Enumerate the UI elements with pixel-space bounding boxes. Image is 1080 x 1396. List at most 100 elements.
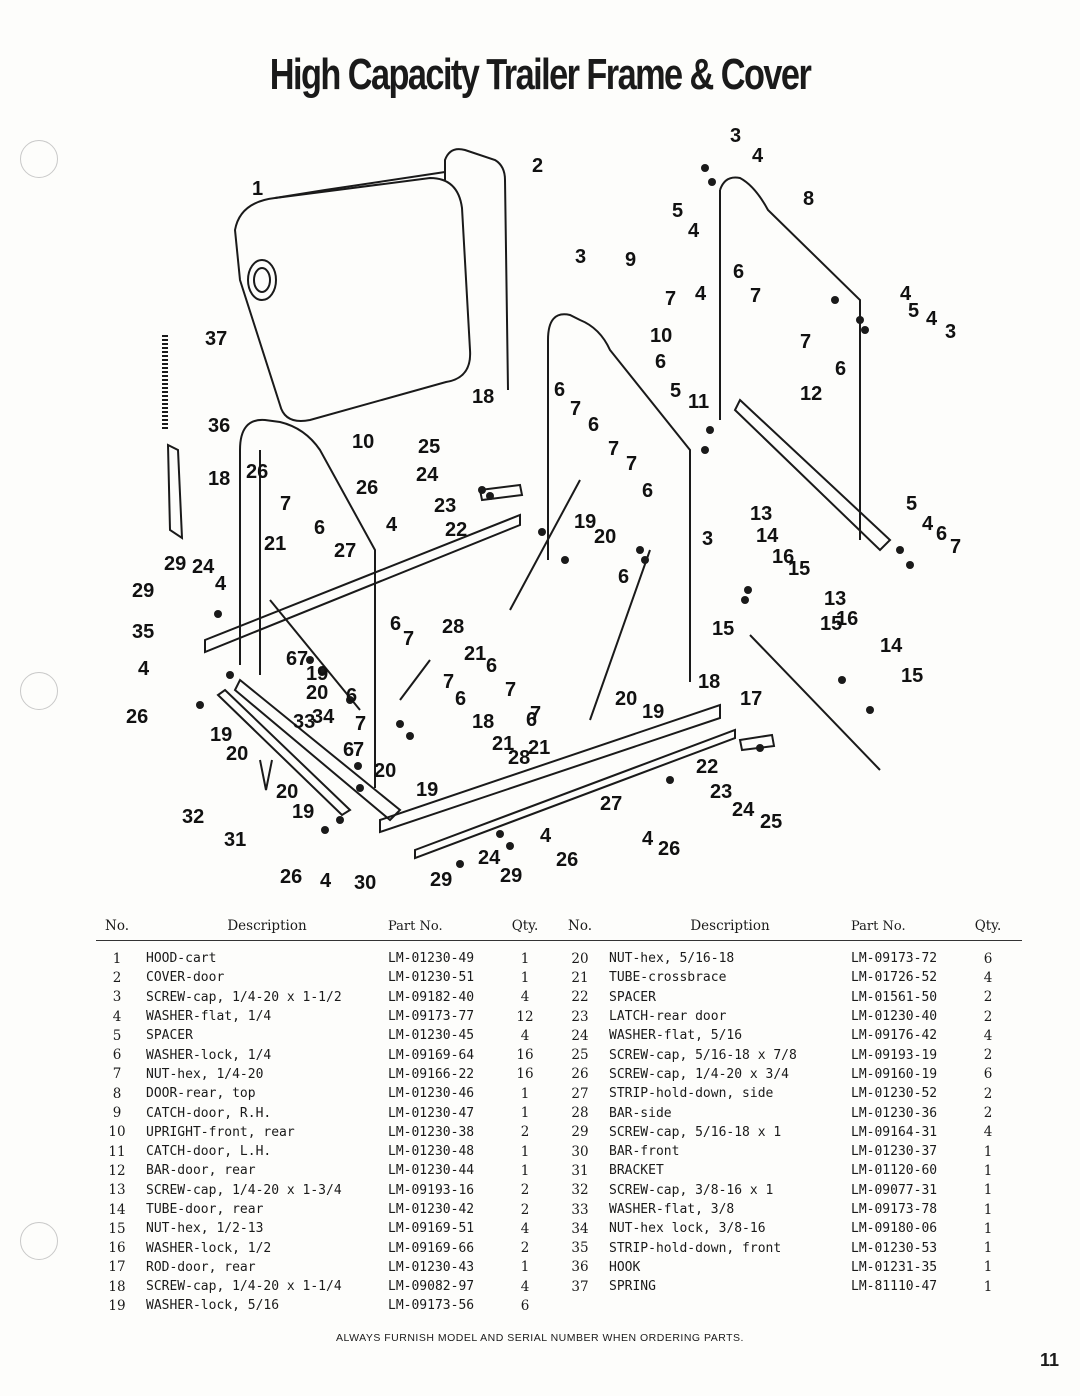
part-qty-cell: 1 <box>520 1105 530 1122</box>
bar-side-left-drawing <box>204 513 521 654</box>
part-number-cell: 25 <box>571 1047 589 1064</box>
part-qty-cell: 1 <box>983 1240 993 1257</box>
part-description-cell: COVER-door <box>146 970 225 986</box>
binder-hole-middle <box>20 672 58 710</box>
svg-text:21: 21 <box>464 643 486 665</box>
part-description-cell: SCREW-cap, 5/16-18 x 1 <box>609 1124 782 1140</box>
part-number-cell: 6 <box>112 1047 122 1064</box>
svg-text:6: 6 <box>390 613 401 635</box>
part-code-cell: LM-09169-66 <box>388 1240 475 1256</box>
svg-text:7: 7 <box>403 628 414 650</box>
bar-front-drawing <box>233 678 402 822</box>
part-code-cell: LM-01230-48 <box>388 1144 475 1160</box>
part-description-cell: UPRIGHT-front, rear <box>146 1124 295 1140</box>
part-description-cell: LATCH-rear door <box>609 1009 727 1025</box>
part-number-cell: 11 <box>108 1143 126 1160</box>
svg-text:7: 7 <box>505 679 516 701</box>
part-description-cell: BAR-side <box>609 1105 672 1121</box>
part-description-cell: SCREW-cap, 1/4-20 x 1-1/2 <box>146 989 342 1005</box>
svg-text:11: 11 <box>688 391 709 413</box>
svg-text:4: 4 <box>540 825 552 847</box>
part-code-cell: LM-09169-51 <box>388 1221 475 1237</box>
page-title: High Capacity Trailer Frame & Cover <box>269 50 812 99</box>
part-description-cell: CATCH-door, R.H. <box>146 1105 272 1121</box>
svg-text:3: 3 <box>702 528 713 550</box>
part-number-cell: 34 <box>571 1220 589 1237</box>
svg-text:4: 4 <box>695 283 707 305</box>
svg-text:16: 16 <box>836 608 858 630</box>
part-description-cell: TUBE-door, rear <box>146 1202 264 1217</box>
hook-drawing <box>166 443 184 540</box>
svg-text:29: 29 <box>430 869 452 891</box>
svg-text:22: 22 <box>445 519 467 541</box>
part-qty-cell: 16 <box>516 1047 534 1064</box>
part-description-cell: ROD-door, rear <box>146 1259 256 1275</box>
ordering-note: ALWAYS FURNISH MODEL AND SERIAL NUMBER W… <box>336 1332 744 1344</box>
part-description-cell: NUT-hex, 1/2-13 <box>146 1221 264 1237</box>
part-description-cell: TUBE-crossbrace <box>609 970 727 986</box>
part-description-cell: WASHER-flat, 5/16 <box>609 1028 743 1044</box>
svg-text:3: 3 <box>730 125 741 147</box>
part-qty-cell: 1 <box>520 1085 530 1102</box>
bar-side-right-drawing <box>379 703 721 834</box>
part-code-cell: LM-01230-43 <box>388 1259 475 1275</box>
part-qty-cell: 1 <box>520 1162 530 1179</box>
svg-text:19: 19 <box>306 663 328 685</box>
part-code-cell: LM-09082-97 <box>388 1279 475 1295</box>
part-code-cell: LM-01230-40 <box>851 1009 938 1025</box>
svg-text:21: 21 <box>264 533 286 555</box>
part-code-cell: LM-09077-31 <box>851 1182 938 1198</box>
svg-text:29: 29 <box>164 553 186 575</box>
svg-text:1: 1 <box>252 178 263 200</box>
part-qty-cell: 4 <box>520 989 530 1006</box>
svg-text:4: 4 <box>138 658 150 680</box>
part-description-cell: STRIP-hold-down, front <box>609 1240 782 1256</box>
table-header: No. Description Part No. Qty. <box>96 912 559 941</box>
svg-text:26: 26 <box>280 866 302 888</box>
part-code-cell: LM-01230-36 <box>851 1105 938 1121</box>
crossbrace-2-drawing <box>509 479 581 611</box>
part-number-cell: 14 <box>108 1201 126 1218</box>
part-qty-cell: 1 <box>983 1201 993 1218</box>
part-number-cell: 13 <box>108 1182 126 1199</box>
svg-text:15: 15 <box>901 665 923 687</box>
rod-door-rear-drawing <box>749 634 881 771</box>
part-qty-cell: 1 <box>983 1259 993 1276</box>
part-number-cell: 35 <box>571 1240 589 1257</box>
svg-text:6: 6 <box>642 480 653 502</box>
svg-text:9: 9 <box>625 249 636 271</box>
svg-text:4: 4 <box>386 514 398 536</box>
svg-text:6: 6 <box>618 566 629 588</box>
header-no: No. <box>568 918 592 934</box>
svg-text:26: 26 <box>126 706 148 728</box>
svg-text:22: 22 <box>696 756 718 778</box>
part-code-cell: LM-01231-35 <box>851 1259 938 1275</box>
svg-text:6: 6 <box>343 739 354 761</box>
part-number-cell: 37 <box>571 1278 589 1295</box>
part-qty-cell: 1 <box>520 1143 530 1160</box>
svg-text:29: 29 <box>132 580 154 602</box>
svg-text:7: 7 <box>353 739 364 761</box>
header-qty: Qty. <box>511 918 539 934</box>
part-number-cell: 31 <box>571 1162 589 1179</box>
part-number-cell: 18 <box>108 1278 126 1295</box>
svg-text:26: 26 <box>556 849 578 871</box>
svg-text:19: 19 <box>416 779 438 801</box>
part-number-cell: 20 <box>571 950 589 967</box>
part-description-cell: SPRING <box>609 1279 656 1295</box>
